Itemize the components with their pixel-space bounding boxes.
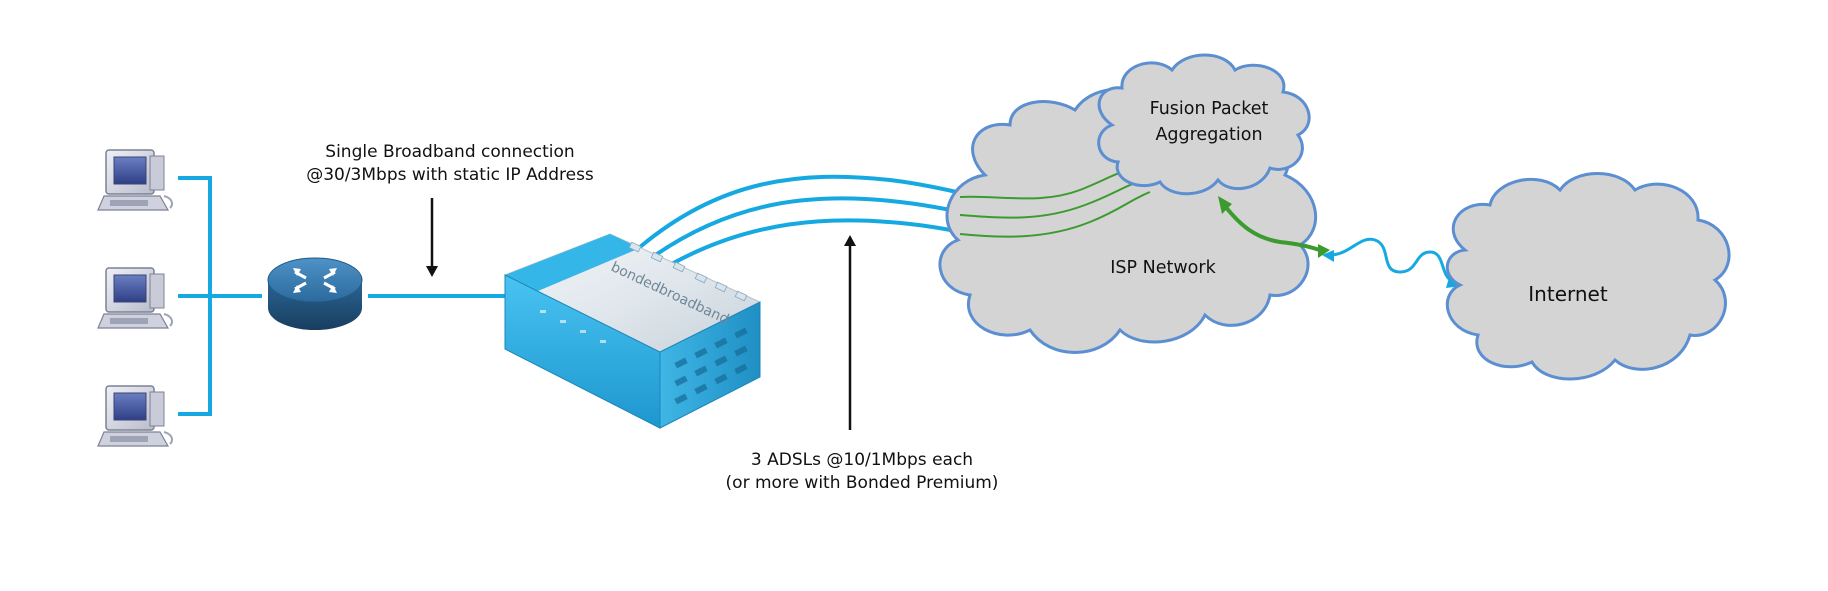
isp-network-label: ISP Network [1110,258,1216,278]
single-connection-label: Single Broadband connection @30/3Mbps wi… [260,141,640,187]
fusion-link-arrow-icon [1218,196,1330,258]
workstation-3-icon [97,385,173,447]
fusion-label-line1: Fusion Packet [1149,99,1269,119]
bonding-device-icon: bondedbroadband [503,233,762,429]
fusion-aggregation-cloud-icon [1097,53,1311,196]
adsl-label: 3 ADSLs @10/1Mbps each (or more with Bon… [672,449,1052,495]
internet-link-arrow-icon [1322,237,1462,288]
router-icon [267,257,363,330]
adsl-label-line2: (or more with Bonded Premium) [725,473,999,493]
single-connection-label-line2: @30/3Mbps with static IP Address [306,165,594,185]
adsl-lines [638,174,986,268]
single-connection-label-line1: Single Broadband connection [325,142,575,162]
up-arrow-icon [844,235,856,430]
internet-label: Internet [1528,282,1608,306]
workstation-2-icon [97,267,173,329]
internet-cloud-icon [1445,172,1731,381]
fusion-aggregation-label: Fusion Packet Aggregation [1114,96,1304,148]
adsl-label-line1: 3 ADSLs @10/1Mbps each [750,450,974,470]
down-arrow-icon [426,198,438,277]
workstation-1-icon [97,149,173,211]
lan-connections [178,176,510,416]
fusion-label-line2: Aggregation [1155,125,1263,145]
